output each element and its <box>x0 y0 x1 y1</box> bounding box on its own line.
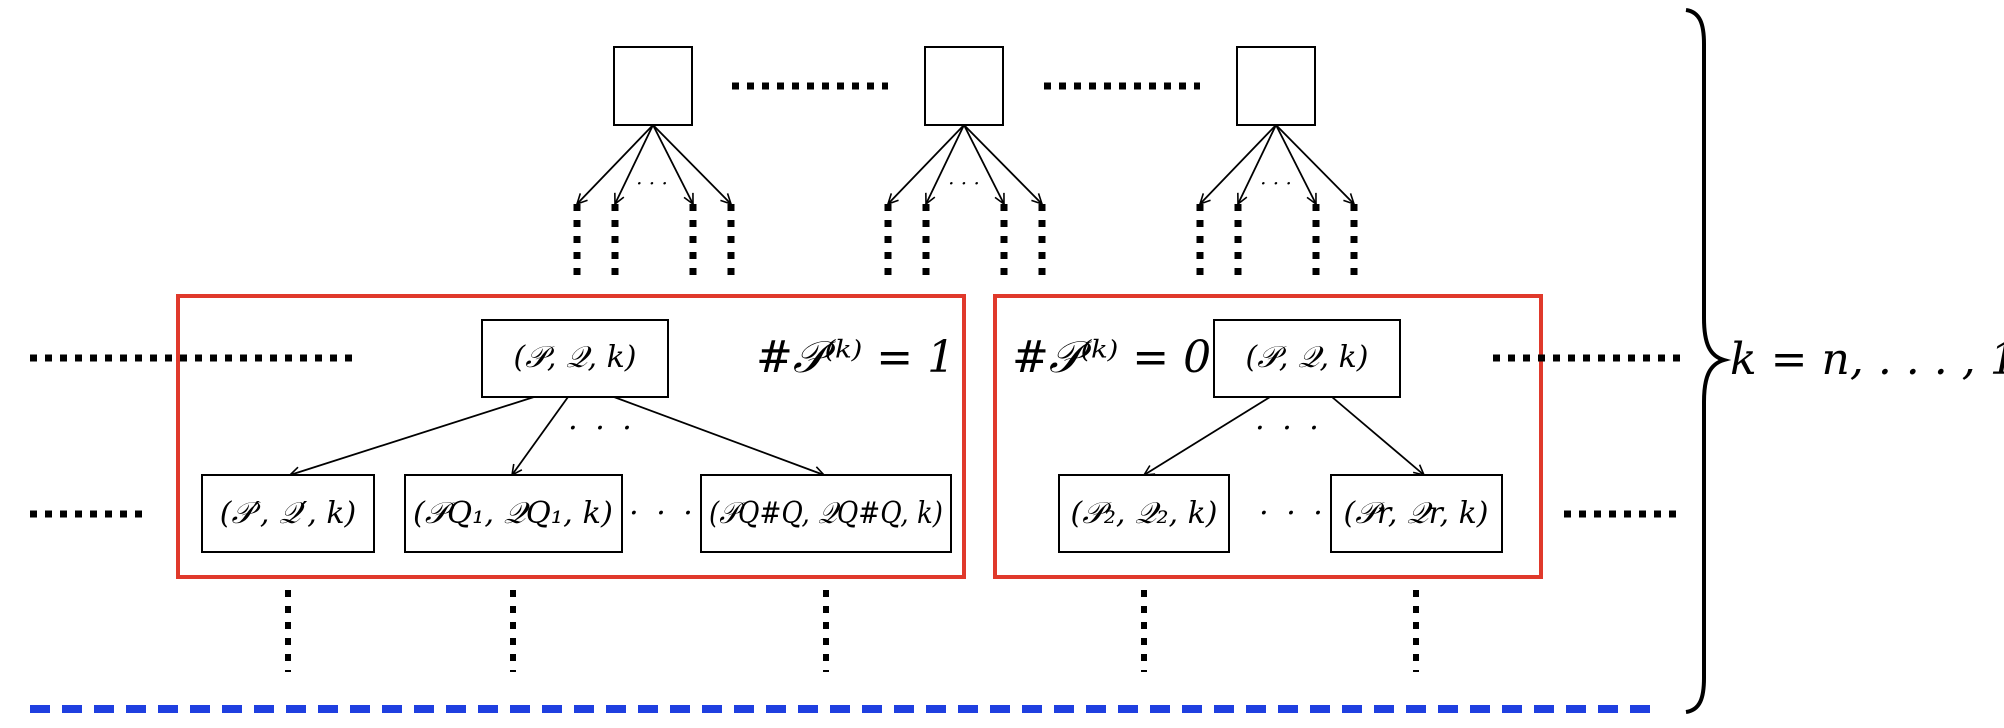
left-child-2 <box>404 474 623 553</box>
top-vertical-dots <box>573 204 1358 282</box>
right-root-arrows <box>1144 396 1424 475</box>
right-child-1-label: (𝒫₂, 𝒬₂, k) <box>1071 496 1218 531</box>
top-node-3-arrows <box>1200 124 1354 204</box>
right-root-node <box>1213 319 1401 398</box>
left-condition-label: #𝒫⁽ᵏ⁾ = 1 <box>756 332 955 383</box>
left-child-2-label: (𝒫Q₁, 𝒬Q₁, k) <box>413 496 613 531</box>
top-node-1-arrows <box>577 124 731 204</box>
right-condition-label: #𝒫⁽ᵏ⁾ = 0 <box>1012 332 1211 383</box>
right-child-2 <box>1330 474 1503 553</box>
left-children-ellipsis-2: · · · <box>629 496 697 531</box>
right-children-ellipsis: · · · <box>1255 411 1323 446</box>
left-group-box <box>176 294 966 579</box>
top-node-1 <box>613 46 693 126</box>
fan-ellipsis-2: · · · <box>948 171 980 195</box>
top-node-2 <box>924 46 1004 126</box>
brace-label: k = n, . . . , 1 <box>1730 334 2004 385</box>
left-root-node <box>481 319 669 398</box>
top-node-2-arrows <box>888 124 1042 204</box>
top-node-3 <box>1236 46 1316 126</box>
left-root-arrows <box>290 396 824 475</box>
left-child-1-label: (𝒫′, 𝒬′, k) <box>220 496 357 531</box>
right-child-1 <box>1058 474 1230 553</box>
left-child-1 <box>201 474 375 553</box>
bottom-vertical-dots <box>285 590 1419 672</box>
fan-ellipsis-3: · · · <box>1260 171 1292 195</box>
right-child-2-label: (𝒫r, 𝒬r, k) <box>1344 496 1489 531</box>
right-children-ellipsis-2: · · · <box>1259 496 1327 531</box>
left-child-3 <box>700 474 952 553</box>
left-root-label: (𝒫, 𝒬, k) <box>514 340 637 375</box>
left-children-ellipsis: · · · <box>568 411 636 446</box>
right-root-label: (𝒫, 𝒬, k) <box>1246 340 1369 375</box>
right-brace <box>1685 8 1732 714</box>
right-group-box <box>993 294 1543 579</box>
fan-ellipsis-1: · · · <box>636 171 668 195</box>
left-child-3-label: (𝒫Q#Q, 𝒬Q#Q, k) <box>709 496 943 531</box>
